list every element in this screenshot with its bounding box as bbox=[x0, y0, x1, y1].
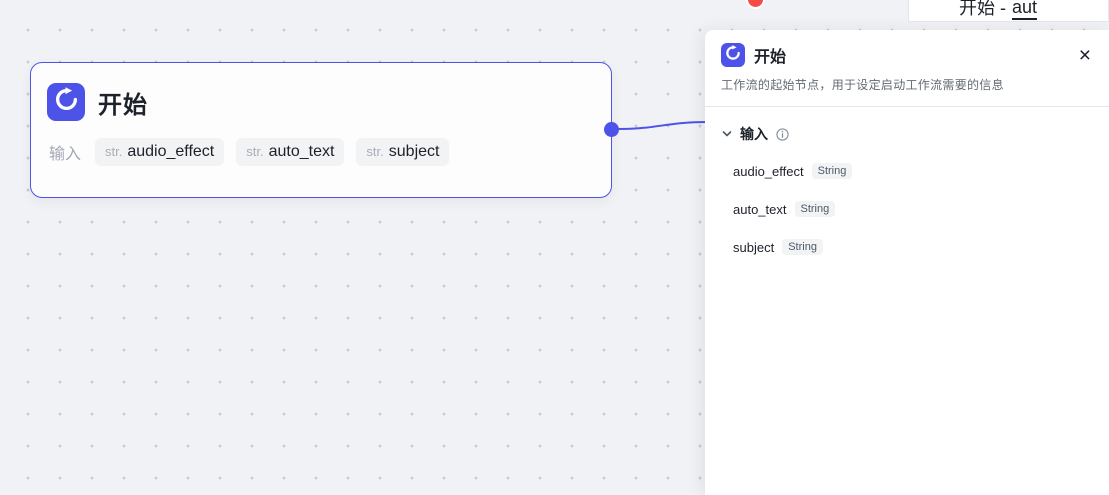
param-name-label: auto_text bbox=[268, 143, 335, 160]
param-pill-auto-text[interactable]: str. auto_text bbox=[236, 138, 345, 166]
param-row-name: subject bbox=[733, 239, 775, 255]
start-arrow-icon bbox=[725, 44, 741, 66]
param-type-label: str. bbox=[105, 144, 123, 159]
start-node-header: 开始 bbox=[47, 83, 595, 121]
start-node[interactable]: 开始 输入 str. audio_effect str. auto_text s… bbox=[30, 62, 612, 198]
edge-connector-line bbox=[617, 121, 709, 130]
input-section-header[interactable]: 输入 bbox=[705, 107, 1109, 150]
param-type-label: str. bbox=[366, 144, 384, 159]
param-row[interactable]: auto_text String bbox=[729, 190, 1093, 228]
param-type-label: str. bbox=[246, 144, 264, 159]
output-port-dot[interactable] bbox=[604, 122, 619, 137]
param-row[interactable]: audio_effect String bbox=[729, 152, 1093, 190]
selector-node-label: 开始 - bbox=[959, 0, 1006, 18]
param-pill-subject[interactable]: str. subject bbox=[356, 138, 450, 166]
param-name-label: audio_effect bbox=[127, 143, 215, 160]
node-config-panel: 开始 × 工作流的起始节点，用于设定启动工作流需要的信息 输入 audio_ef… bbox=[705, 30, 1109, 495]
param-type-badge: String bbox=[811, 163, 853, 179]
selector-variable-label: aut bbox=[1012, 0, 1038, 20]
panel-title: 开始 bbox=[754, 49, 787, 66]
param-type-badge: String bbox=[794, 201, 836, 217]
panel-header: 开始 × bbox=[705, 30, 1109, 76]
node-variable-selector[interactable]: 开始 - aut bbox=[908, 0, 1109, 22]
input-section-title: 输入 bbox=[740, 126, 768, 142]
param-row-name: audio_effect bbox=[733, 163, 804, 179]
param-type-badge: String bbox=[782, 239, 823, 255]
node-input-label: 输入 bbox=[49, 146, 82, 163]
param-row[interactable]: subject String bbox=[729, 228, 1093, 266]
chevron-down-icon[interactable] bbox=[721, 128, 733, 140]
info-icon[interactable] bbox=[776, 127, 789, 141]
close-icon[interactable]: × bbox=[1078, 43, 1091, 67]
param-name-label: subject bbox=[388, 143, 440, 160]
panel-divider bbox=[705, 106, 1109, 107]
start-node-title: 开始 bbox=[98, 91, 148, 119]
start-node-icon bbox=[47, 83, 85, 121]
start-arrow-icon bbox=[54, 87, 79, 117]
param-row-name: auto_text bbox=[733, 201, 787, 217]
panel-start-icon bbox=[721, 43, 745, 67]
param-pill-audio-effect[interactable]: str. audio_effect bbox=[95, 138, 225, 166]
start-node-body: 输入 str. audio_effect str. auto_text str.… bbox=[47, 138, 595, 166]
panel-description: 工作流的起始节点，用于设定启动工作流需要的信息 bbox=[721, 78, 1004, 92]
input-param-list: audio_effect String auto_text String sub… bbox=[705, 150, 1109, 266]
